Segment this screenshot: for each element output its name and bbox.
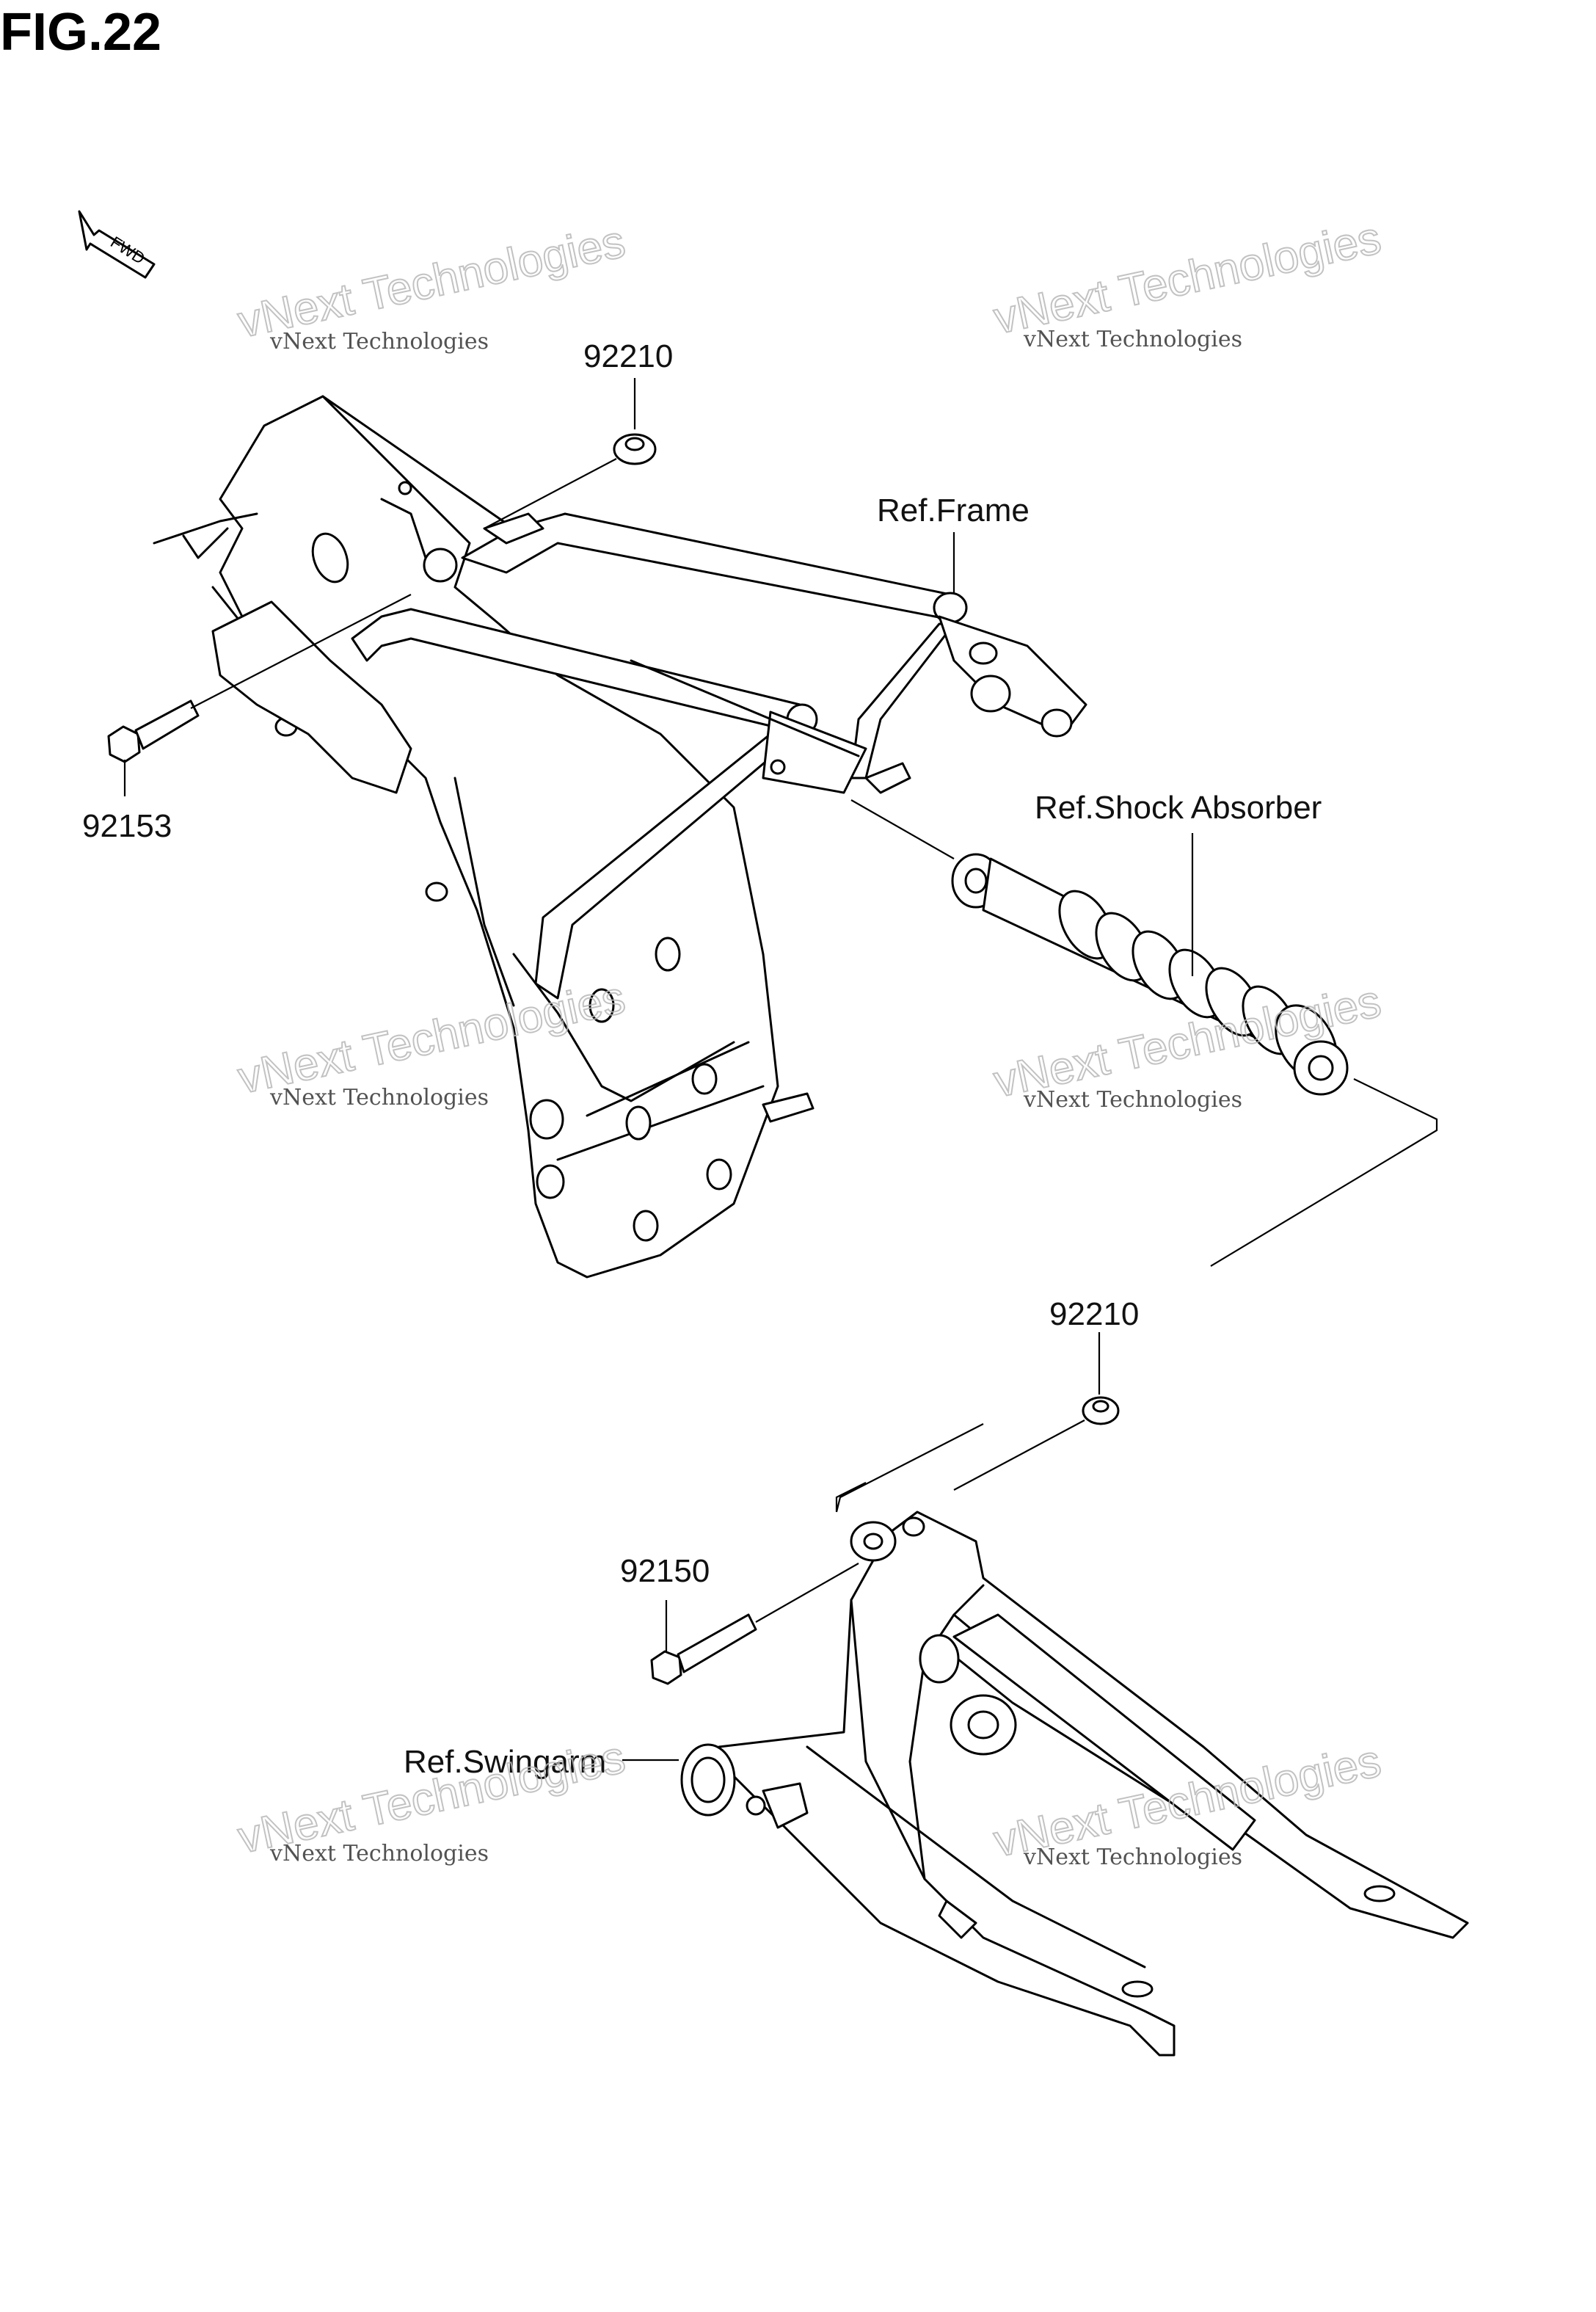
ref-shock-absorber-label[interactable]: Ref.Shock Absorber [1035, 790, 1322, 826]
bolt-92153[interactable] [107, 699, 200, 763]
svg-text:vNext Technologies: vNext Technologies [1023, 1844, 1242, 1870]
leader-line [755, 1563, 859, 1623]
watermark: vNext Technologies vNext Technologies vN… [233, 212, 1386, 1870]
nut-92210-top[interactable] [613, 433, 657, 465]
leader-line [190, 594, 412, 709]
group-bracket [835, 1423, 984, 1513]
ref-swingarm-label[interactable]: Ref.Swingarm [404, 1744, 606, 1780]
callout-92150[interactable]: 92150 [620, 1553, 710, 1589]
leader-line [850, 799, 955, 859]
bolt-92150[interactable] [650, 1613, 757, 1685]
callout-92210-top[interactable]: 92210 [583, 338, 673, 374]
leader-line [484, 458, 617, 529]
callout-92153[interactable]: 92153 [82, 808, 172, 844]
svg-text:vNext Technologies: vNext Technologies [234, 217, 630, 348]
fwd-arrow-icon: FWD [78, 210, 156, 279]
figure-title: FIG.22 [0, 3, 161, 62]
frame-drawing [153, 395, 815, 1279]
leader-line [953, 1419, 1085, 1491]
shock-absorber-drawing [951, 853, 1349, 1096]
swingarm-drawing [680, 1511, 1469, 2057]
frame-tubes [351, 512, 1087, 1000]
svg-text:vNext Technologies: vNext Technologies [269, 1085, 489, 1110]
callout-92210-bottom[interactable]: 92210 [1049, 1296, 1139, 1332]
svg-text:vNext Technologies: vNext Technologies [269, 1841, 489, 1866]
nut-92210-bottom[interactable] [1082, 1396, 1120, 1425]
group-bracket [1210, 1078, 1438, 1267]
svg-text:vNext Technologies: vNext Technologies [1023, 1087, 1242, 1113]
svg-text:vNext Technologies: vNext Technologies [990, 213, 1385, 344]
svg-text:vNext Technologies: vNext Technologies [1023, 327, 1242, 352]
ref-frame-label[interactable]: Ref.Frame [877, 492, 1030, 528]
svg-text:vNext Technologies: vNext Technologies [269, 329, 489, 355]
